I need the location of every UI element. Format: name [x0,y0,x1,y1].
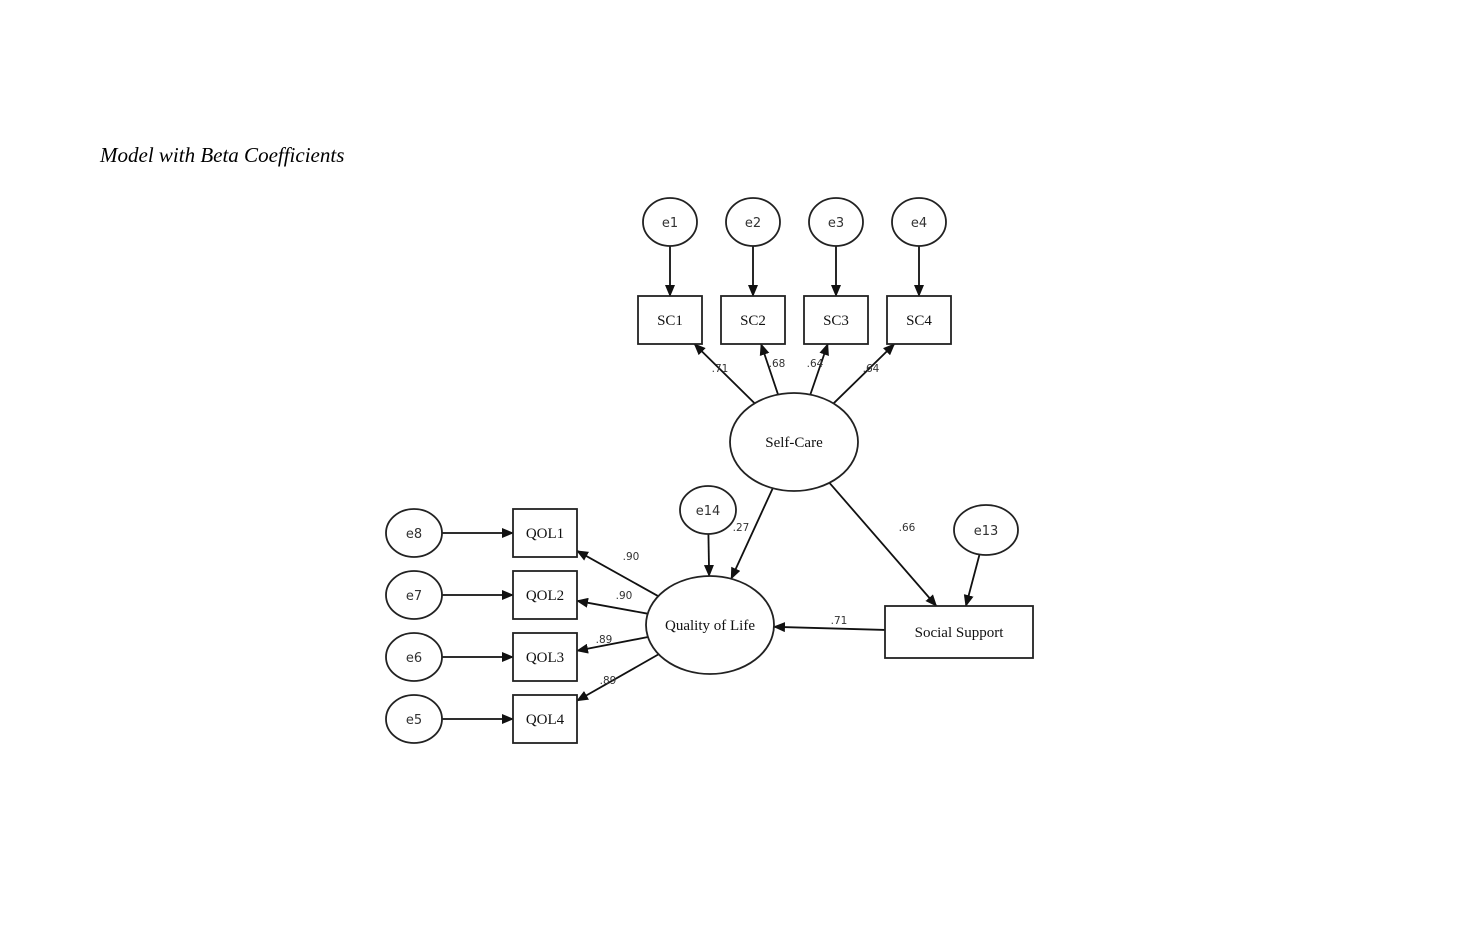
observed-variable-qol2: QOL2 [512,570,578,620]
path-arrow-SocialSupport-to-QOL [772,622,886,633]
path-arrow-QOL-to-QOL4 [576,653,660,702]
node-label: QOL2 [526,588,564,604]
coefficient-label: .90 [616,590,633,602]
coefficient-label: .90 [623,551,640,563]
observed-variable-sc3: SC3 [803,295,869,345]
path-arrow-QOL-to-QOL3 [576,636,649,654]
observed-variable-sc2: SC2 [720,295,786,345]
coefficient-label: .71 [712,363,729,375]
node-label: SC3 [823,313,849,329]
coefficient-label: .64 [807,358,824,370]
latent-variable-qol: Quality of Life [645,575,775,675]
path-arrow-SelfCare-to-SC3 [809,343,829,395]
node-label: e4 [911,216,927,231]
node-label: SC2 [740,313,766,329]
path-arrow-SelfCare-to-QOL [730,487,774,580]
latent-variable-selfcare: Self-Care [729,392,859,492]
observed-variable-sc1: SC1 [637,295,703,345]
node-label: e14 [696,504,721,519]
coefficient-label: .89 [596,634,613,646]
node-label: e6 [406,651,422,666]
path-arrow-e14-to-QOL [703,533,714,578]
node-label: e8 [406,527,422,542]
node-label: Quality of Life [665,618,755,634]
observed-variable-socialsupport: Social Support [884,605,1034,659]
node-label: Social Support [915,625,1005,641]
node-label: e5 [406,713,422,728]
error-term-e8: e8 [385,508,443,558]
coefficient-label: .68 [769,358,786,370]
error-term-e3: e3 [808,197,864,247]
path-arrow-SelfCare-to-SC4 [832,343,896,405]
error-term-e13: e13 [953,504,1019,556]
error-term-e7: e7 [385,570,443,620]
observed-variable-qol4: QOL4 [512,694,578,744]
coefficient-label: .66 [899,522,916,534]
error-term-e5: e5 [385,694,443,744]
coefficient-label: .89 [600,675,617,687]
path-arrow-SelfCare-to-SC2 [759,343,779,395]
error-term-e6: e6 [385,632,443,682]
node-label: e13 [974,524,999,539]
node-label: QOL4 [526,712,565,728]
path-arrow-QOL-to-QOL2 [576,597,648,615]
path-arrow-e13-to-SocialSupport [963,554,981,607]
path-arrow-SelfCare-to-SocialSupport [828,482,938,607]
node-label: QOL3 [526,650,564,666]
node-label: e2 [745,216,761,231]
node-label: e1 [662,216,678,231]
error-term-e14: e14 [679,485,737,535]
path-arrow-QOL-to-QOL1 [576,550,659,597]
node-label: QOL1 [526,526,564,542]
error-term-e4: e4 [891,197,947,247]
error-term-e1: e1 [642,197,698,247]
node-label: e3 [828,216,844,231]
observed-variable-qol1: QOL1 [512,508,578,558]
node-label: Self-Care [765,435,823,451]
coefficient-label: .71 [831,615,848,627]
observed-variable-sc4: SC4 [886,295,952,345]
node-label: e7 [406,589,422,604]
observed-variable-qol3: QOL3 [512,632,578,682]
coefficient-label: .64 [863,363,880,375]
coefficient-label: .27 [733,522,750,534]
figure-caption: Model with Beta Coefficients [100,143,345,167]
path-arrow-SelfCare-to-SC1 [693,343,756,404]
error-term-e2: e2 [725,197,781,247]
node-label: SC4 [906,313,932,329]
node-label: SC1 [657,313,683,329]
